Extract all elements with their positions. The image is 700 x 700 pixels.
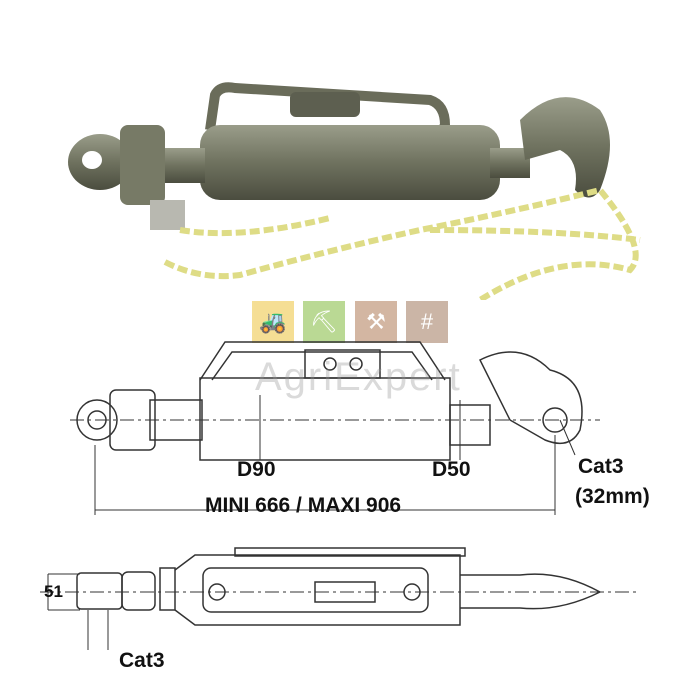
hook-pin-label: (32mm) bbox=[575, 485, 650, 508]
tractor-icon: 🚜 bbox=[252, 301, 294, 343]
watermark: AgriExpert bbox=[255, 355, 462, 399]
piston-diameter-label: D50 bbox=[432, 458, 471, 481]
fence-icon: # bbox=[406, 301, 448, 343]
top-view-drawing bbox=[40, 547, 640, 650]
tools-icon: ⚒ bbox=[355, 301, 397, 343]
length-label: MINI 666 / MAXI 906 bbox=[205, 494, 402, 517]
hook-category-label: Cat3 bbox=[578, 455, 624, 478]
wheelbarrow-icon: ⛏ bbox=[303, 301, 345, 343]
rod-diameter-label: D90 bbox=[237, 458, 276, 481]
ball-width-label: 51 bbox=[44, 582, 63, 601]
product-photo bbox=[68, 82, 641, 300]
side-view-drawing bbox=[70, 341, 600, 515]
ball-category-label: Cat3 bbox=[119, 649, 165, 672]
